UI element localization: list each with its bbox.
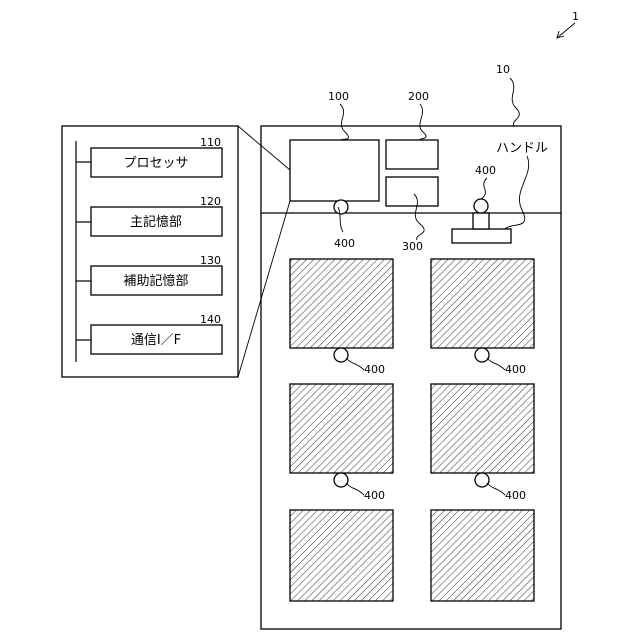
module-130-label: 補助記憶部 [123,273,188,289]
component-200-box [386,140,438,169]
storage-cell [431,510,534,601]
device-leader-line [510,78,519,126]
cell-sensor-icon [475,473,489,487]
component-200-label: 200 [408,90,429,103]
component-300-box [386,177,438,206]
storage-cell [431,384,534,473]
cell-sensor-icon [334,348,348,362]
module-140-label: 通信I／F [131,333,181,348]
storage-cell [290,259,393,348]
module-110-label: プロセッサ [123,156,188,171]
storage-cell [431,259,534,348]
handle-base [452,229,511,243]
cell-sensor-label: 400 [364,489,385,502]
module-120-ref: 120 [200,195,221,208]
handle-label: ハンドル [496,141,548,156]
device-ref-label: 10 [496,63,510,76]
handle-sensor-icon [474,199,488,213]
module-140-ref: 140 [200,313,221,326]
component-300-label: 300 [402,240,423,253]
handle-sensor-label: 400 [475,164,496,177]
module-110-ref: 110 [200,136,221,149]
module-130-ref: 130 [200,254,221,267]
cell-sensor-label: 400 [505,489,526,502]
sensor-ref-label: 400 [334,237,355,250]
handle-grip [473,213,489,229]
figure-ref-label: 1 [572,10,579,23]
cell-sensor-icon [475,348,489,362]
module-120-label: 主記憶部 [130,214,182,230]
cell-sensor-label: 400 [505,363,526,376]
storage-cell [290,384,393,473]
figure-ref-arrow [557,23,575,38]
sensor-icon [334,200,348,214]
cell-sensor-icon [334,473,348,487]
component-100-box [290,140,379,201]
component-100-label: 100 [328,90,349,103]
cell-sensor-label: 400 [364,363,385,376]
storage-cell [290,510,393,601]
